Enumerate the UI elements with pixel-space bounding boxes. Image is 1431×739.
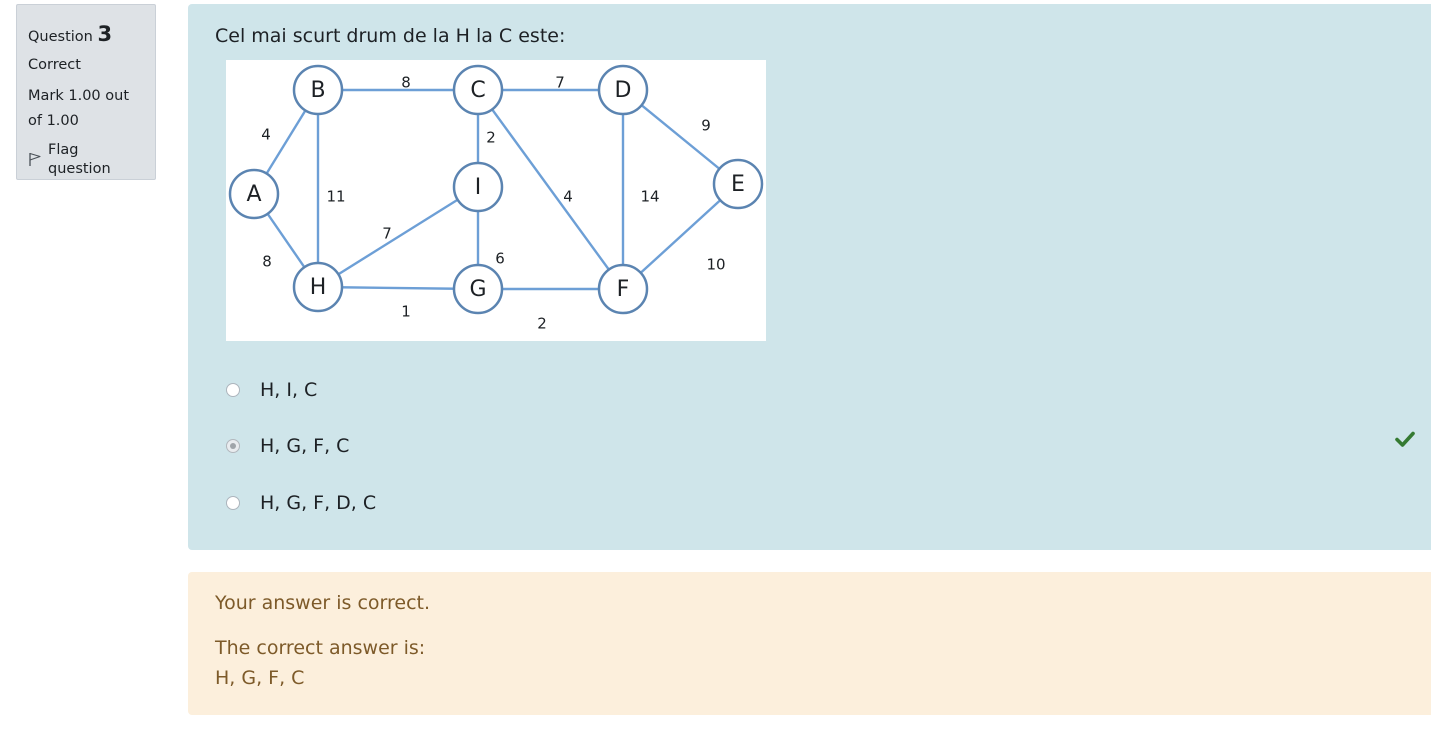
graph-node-c: C [452, 64, 504, 116]
question-text: Cel mai scurt drum de la H la C este: [215, 25, 566, 47]
edge-weight-label: 11 [326, 188, 345, 206]
radio-unchecked-icon[interactable] [226, 496, 240, 510]
question-grade: Mark 1.00 out of 1.00 [28, 88, 130, 130]
answer-label: H, I, C [260, 379, 318, 401]
graph-node-label: G [469, 277, 486, 302]
edge-weight-label: 2 [486, 129, 496, 147]
graph-node-label: H [310, 275, 327, 300]
right-answer-value: H, G, F, C [215, 667, 305, 689]
edge-weight-label: 8 [401, 74, 411, 92]
outcome-panel: Your answer is correct. The correct answ… [188, 572, 1431, 715]
graph-node-label: I [475, 175, 482, 200]
edge-weight-label: 7 [382, 225, 392, 243]
edge-weight-label: 4 [261, 126, 271, 144]
flag-icon [28, 152, 42, 167]
graph-node-i: I [452, 161, 504, 213]
edge-weight-label: 2 [537, 315, 547, 333]
graph-edge-h-i [317, 185, 479, 289]
graph-node-label: D [615, 78, 632, 103]
edge-weight-label: 6 [495, 250, 505, 268]
edge-weight-label: 8 [262, 253, 272, 271]
check-icon [1395, 431, 1415, 451]
question-state: Correct [28, 57, 81, 74]
graph-node-label: B [310, 78, 325, 103]
question-number: 3 [97, 22, 113, 46]
edge-weight-label: 10 [706, 256, 725, 274]
edge-weight-label: 1 [401, 303, 411, 321]
feedback-text: Your answer is correct. [215, 592, 431, 614]
answer-option[interactable]: H, G, F, D, C [226, 492, 376, 514]
right-answer-intro: The correct answer is: [215, 637, 426, 659]
edge-weight-label: 7 [555, 74, 565, 92]
question-info-panel: Question 3 Correct Mark 1.00 out of 1.00… [16, 4, 156, 180]
radio-checked-icon[interactable] [226, 439, 240, 453]
radio-unchecked-icon[interactable] [226, 383, 240, 397]
edge-weight-label: 4 [563, 188, 573, 206]
question-label: Question [28, 29, 93, 45]
graph-node-label: E [731, 172, 745, 197]
question-formulation: Cel mai scurt drum de la H la C este: 4 8… [188, 4, 1431, 550]
edge-weight-label: 14 [640, 188, 659, 206]
graph-node-label: F [617, 277, 630, 302]
graph-node-label: A [246, 182, 261, 207]
answer-label: H, G, F, D, C [260, 492, 377, 514]
graph-edge-h-g [317, 285, 479, 291]
graph-node-g: G [452, 263, 504, 315]
graph-node-h: H [292, 261, 344, 313]
graph-edge-e-f [622, 183, 739, 290]
flag-question-button[interactable]: Flag question [28, 141, 144, 179]
answer-label: H, G, F, C [260, 435, 350, 457]
question-number-line: Question 3 [28, 21, 144, 48]
answer-option[interactable]: H, I, C [226, 379, 317, 401]
flag-question-label: Flag question [48, 142, 111, 177]
graph-node-label: C [470, 78, 485, 103]
graph-node-a: A [228, 168, 280, 220]
answer-option-selected[interactable]: H, G, F, C [226, 435, 349, 457]
graph-node-f: F [597, 263, 649, 315]
edge-weight-label: 9 [701, 117, 711, 135]
graph-node-e: E [712, 158, 764, 210]
graph-node-b: B [292, 64, 344, 116]
graph-node-d: D [597, 64, 649, 116]
right-answer: The correct answer is: H, G, F, C [215, 633, 425, 693]
graph-edge-c-f [477, 89, 624, 290]
